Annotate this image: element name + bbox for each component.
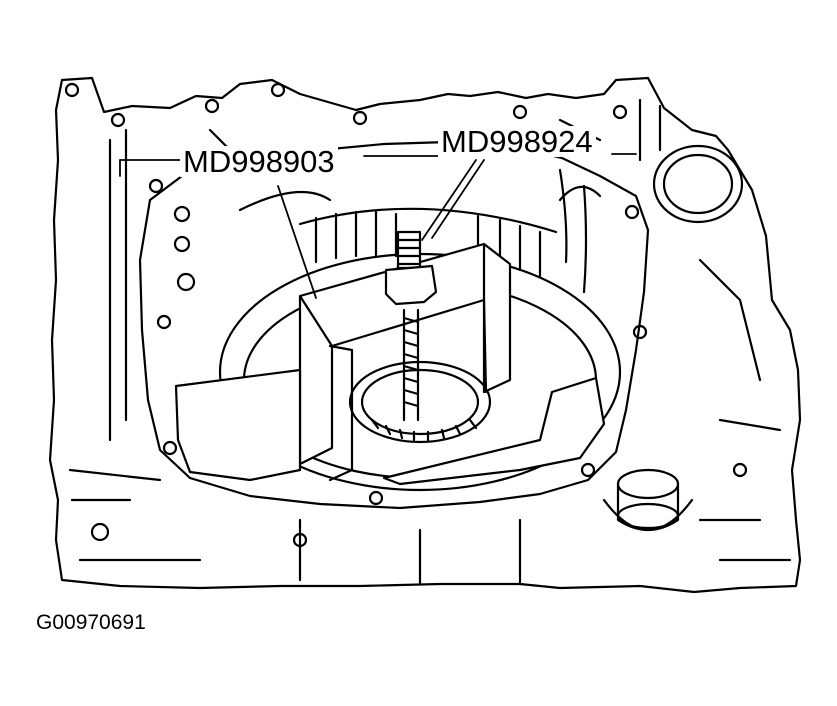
callout-md998903: MD998903: [180, 146, 338, 177]
transmission-case-outline: [48, 76, 802, 594]
gear-ring: [348, 360, 492, 444]
callout-md998924: MD998924: [438, 126, 596, 157]
round-boss: [652, 144, 744, 224]
tool-md998924: [384, 230, 438, 422]
tool-md998903: [174, 242, 606, 486]
figure-id: G00970691: [36, 611, 146, 634]
case-flange: [138, 140, 650, 510]
bolt-holes: [64, 82, 748, 548]
fill-plug: [602, 468, 694, 532]
leader-lines: [119, 153, 637, 299]
